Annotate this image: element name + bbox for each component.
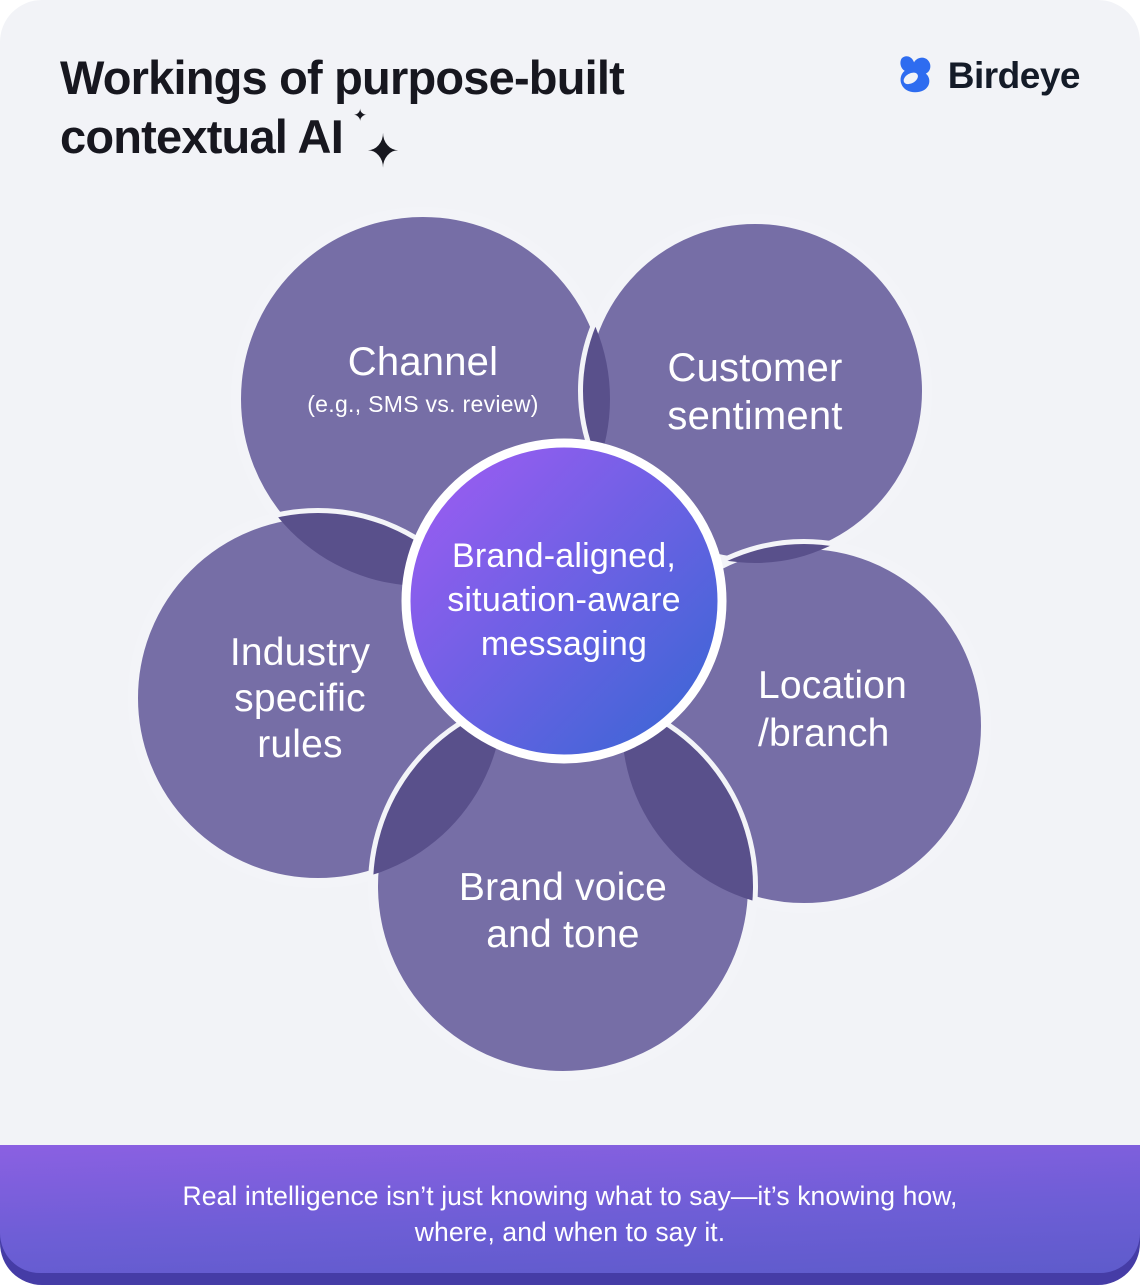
sparkle-small-icon: ✦ (352, 106, 367, 126)
overlap-brand-industry (373, 696, 503, 883)
label-industry-line2: specific (234, 677, 366, 720)
circle-center-messaging (401, 438, 727, 764)
label-customer-sentiment: Customer sentiment (605, 344, 905, 440)
label-center-line3: messaging (480, 625, 648, 663)
label-location-line2: /branch (758, 712, 890, 755)
label-channel-title: Channel (347, 340, 499, 384)
label-location-branch: Location /branch (758, 662, 998, 758)
label-location-line1: Location (758, 664, 908, 707)
footer-backing: Real intelligence isn’t just knowing wha… (0, 1145, 1140, 1285)
overlap-location-brand (622, 696, 753, 908)
label-channel: Channel (e.g., SMS vs. review) (253, 338, 593, 419)
label-industry-specific-rules: Industry specific rules (160, 630, 440, 768)
label-customer-line2: sentiment (667, 394, 843, 438)
label-customer-line1: Customer (667, 346, 843, 390)
birdeye-bird-icon (900, 56, 931, 93)
label-channel-subtitle: (e.g., SMS vs. review) (307, 391, 539, 417)
page-title-line1: Workings of purpose-built (60, 51, 625, 104)
birdeye-logo-text: Birdeye (947, 55, 1081, 96)
footer-text-line1: Real intelligence isn’t just knowing wha… (182, 1181, 958, 1211)
label-brand-voice-tone: Brand voice and tone (403, 864, 723, 958)
label-industry-line3: rules (257, 723, 343, 766)
birdeye-logo: Birdeye (892, 54, 1081, 98)
label-brand-line2: and tone (486, 913, 640, 956)
sparkle-large-icon: ✦ (366, 125, 400, 179)
label-center-messaging: Brand-aligned, situation-aware messaging (414, 534, 714, 666)
page-title: Workings of purpose-built contextual AI … (60, 48, 625, 176)
label-center-line1: Brand-aligned, (452, 537, 676, 575)
sparkle-icon: ✦ ✦ (349, 106, 401, 176)
label-industry-line1: Industry (229, 631, 371, 674)
footer-text-line2: where, and when to say it. (414, 1217, 726, 1247)
page-title-line2: contextual AI (60, 110, 344, 163)
label-center-line2: situation-aware (447, 581, 681, 619)
label-brand-line1: Brand voice (458, 866, 668, 909)
footer-banner: Real intelligence isn’t just knowing wha… (0, 1145, 1140, 1273)
